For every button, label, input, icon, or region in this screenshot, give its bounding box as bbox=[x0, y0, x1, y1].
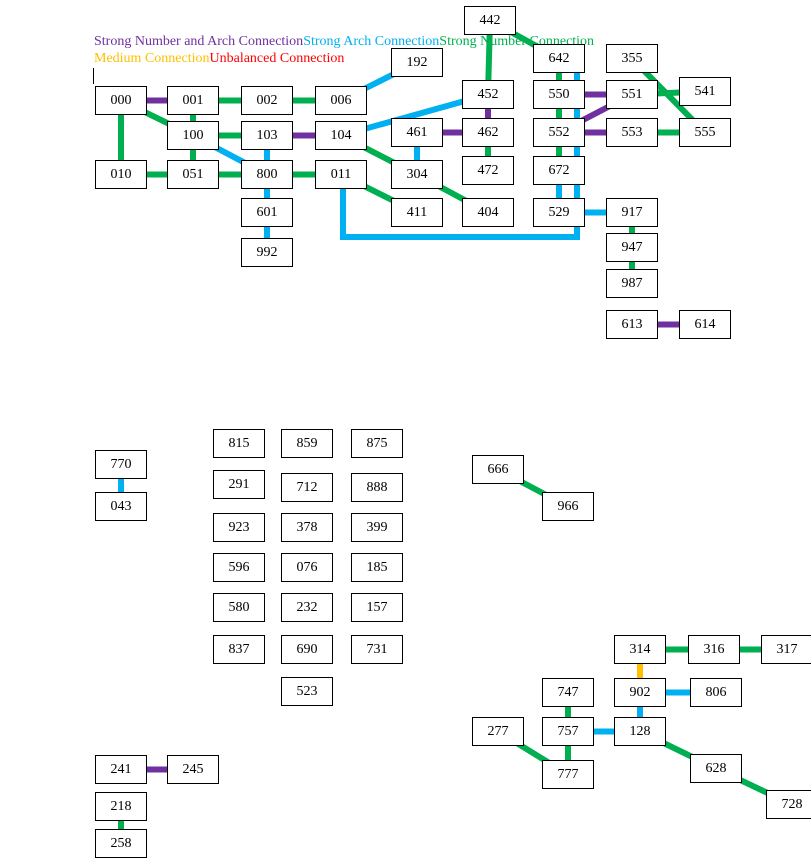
node-628: 628 bbox=[690, 754, 742, 783]
node-461: 461 bbox=[391, 118, 443, 147]
node-917: 917 bbox=[606, 198, 658, 227]
node-947: 947 bbox=[606, 233, 658, 262]
node-728: 728 bbox=[766, 790, 811, 819]
node-580: 580 bbox=[213, 593, 265, 622]
node-642: 642 bbox=[533, 44, 585, 73]
node-859: 859 bbox=[281, 429, 333, 458]
node-923: 923 bbox=[213, 513, 265, 542]
node-011: 011 bbox=[315, 160, 367, 189]
node-888: 888 bbox=[351, 473, 403, 502]
legend: Strong Number and Arch ConnectionStrong … bbox=[94, 33, 654, 67]
node-010: 010 bbox=[95, 160, 147, 189]
node-690: 690 bbox=[281, 635, 333, 664]
node-777: 777 bbox=[542, 760, 594, 789]
node-100: 100 bbox=[167, 121, 219, 150]
node-316: 316 bbox=[688, 635, 740, 664]
node-553: 553 bbox=[606, 118, 658, 147]
node-987: 987 bbox=[606, 269, 658, 298]
node-966: 966 bbox=[542, 492, 594, 521]
node-601: 601 bbox=[241, 198, 293, 227]
node-317: 317 bbox=[761, 635, 811, 664]
node-378: 378 bbox=[281, 513, 333, 542]
node-411: 411 bbox=[391, 198, 443, 227]
node-291: 291 bbox=[213, 470, 265, 499]
node-672: 672 bbox=[533, 156, 585, 185]
node-051: 051 bbox=[167, 160, 219, 189]
node-304: 304 bbox=[391, 160, 443, 189]
text-cursor bbox=[93, 68, 94, 84]
node-815: 815 bbox=[213, 429, 265, 458]
node-245: 245 bbox=[167, 755, 219, 784]
legend-unbalanced: Unbalanced Connection bbox=[209, 51, 345, 66]
node-103: 103 bbox=[241, 121, 293, 150]
node-596: 596 bbox=[213, 553, 265, 582]
node-806: 806 bbox=[690, 678, 742, 707]
node-314: 314 bbox=[614, 635, 666, 664]
node-523: 523 bbox=[281, 677, 333, 706]
node-712: 712 bbox=[281, 473, 333, 502]
node-614: 614 bbox=[679, 310, 731, 339]
node-001: 001 bbox=[167, 86, 219, 115]
node-006: 006 bbox=[315, 86, 367, 115]
node-241: 241 bbox=[95, 755, 147, 784]
legend-medium: Medium Connection bbox=[94, 51, 210, 66]
node-404: 404 bbox=[462, 198, 514, 227]
node-666: 666 bbox=[472, 455, 524, 484]
node-613: 613 bbox=[606, 310, 658, 339]
node-218: 218 bbox=[95, 792, 147, 821]
node-757: 757 bbox=[542, 717, 594, 746]
node-258: 258 bbox=[95, 829, 147, 858]
node-000: 000 bbox=[95, 86, 147, 115]
node-128: 128 bbox=[614, 717, 666, 746]
legend-strong-arch: Strong Arch Connection bbox=[303, 34, 440, 49]
node-472: 472 bbox=[462, 156, 514, 185]
node-002: 002 bbox=[241, 86, 293, 115]
node-770: 770 bbox=[95, 450, 147, 479]
legend-strong-number-arch: Strong Number and Arch Connection bbox=[94, 34, 304, 49]
node-232: 232 bbox=[281, 593, 333, 622]
node-157: 157 bbox=[351, 593, 403, 622]
node-731: 731 bbox=[351, 635, 403, 664]
node-452: 452 bbox=[462, 80, 514, 109]
node-462: 462 bbox=[462, 118, 514, 147]
node-551: 551 bbox=[606, 80, 658, 109]
node-541: 541 bbox=[679, 77, 731, 106]
node-747: 747 bbox=[542, 678, 594, 707]
node-355: 355 bbox=[606, 44, 658, 73]
node-555: 555 bbox=[679, 118, 731, 147]
node-442: 442 bbox=[464, 6, 516, 35]
node-800: 800 bbox=[241, 160, 293, 189]
node-185: 185 bbox=[351, 553, 403, 582]
node-192: 192 bbox=[391, 48, 443, 77]
node-550: 550 bbox=[533, 80, 585, 109]
edge-011-642 bbox=[340, 58, 580, 240]
node-277: 277 bbox=[472, 717, 524, 746]
node-076: 076 bbox=[281, 553, 333, 582]
node-104: 104 bbox=[315, 121, 367, 150]
node-399: 399 bbox=[351, 513, 403, 542]
node-992: 992 bbox=[241, 238, 293, 267]
node-875: 875 bbox=[351, 429, 403, 458]
node-043: 043 bbox=[95, 492, 147, 521]
node-552: 552 bbox=[533, 118, 585, 147]
node-837: 837 bbox=[213, 635, 265, 664]
node-902: 902 bbox=[614, 678, 666, 707]
node-529: 529 bbox=[533, 198, 585, 227]
